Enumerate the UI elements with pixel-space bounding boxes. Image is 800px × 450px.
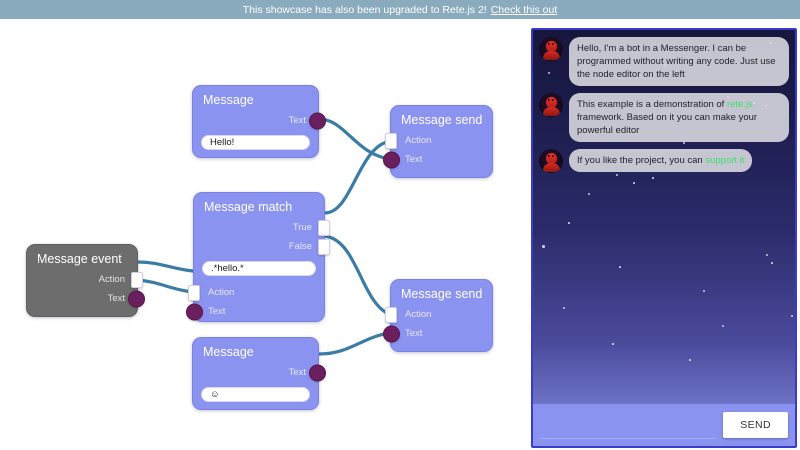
robot-avatar-icon (539, 37, 563, 61)
wire-message-top-to-send-top (317, 117, 392, 161)
node-output-text[interactable]: Text (27, 289, 145, 308)
socket-input-text-dot[interactable] (383, 151, 400, 168)
input-label: Text (208, 306, 226, 317)
message-composer: SEND (533, 404, 795, 446)
message-text: This example is a demonstration of (577, 99, 727, 110)
message-text: If you like the project, you can (577, 155, 706, 166)
socket-input-action-square[interactable] (385, 132, 397, 149)
node-message-send-bottom[interactable]: Message send Action Text (383, 279, 493, 352)
node-output-true[interactable]: True (194, 218, 330, 237)
robot-avatar-icon (539, 149, 563, 173)
node-spacer (27, 308, 137, 316)
node-message-event[interactable]: Message event Action Text (26, 244, 145, 317)
node-message-match[interactable]: Message match True False .*hello.* Actio… (186, 192, 330, 322)
node-spacer (391, 343, 492, 351)
upgrade-banner: This showcase has also been upgraded to … (0, 0, 800, 19)
socket-output-text-dot[interactable] (309, 112, 326, 129)
message-text: framework. Based on it you can make your… (577, 112, 758, 136)
message-bubble: This example is a demonstration of rete.… (569, 93, 789, 142)
chat-message: Hello, I'm a bot in a Messenger. I can b… (539, 37, 789, 86)
banner-check-this-out-link[interactable]: Check this out (490, 3, 558, 16)
socket-input-action-square[interactable] (188, 284, 200, 301)
robot-avatar-icon (539, 93, 563, 117)
node-title: Message send (401, 287, 483, 301)
wire-message-bottom-to-send-bottom (317, 331, 392, 356)
node-spacer (391, 169, 492, 177)
message-bubble: If you like the project, you can support… (569, 149, 753, 172)
output-label: True (292, 222, 312, 233)
socket-input-text-dot[interactable] (186, 303, 203, 320)
node-output-action[interactable]: Action (27, 270, 143, 289)
messenger-panel: Hello, I'm a bot in a Messenger. I can b… (531, 28, 797, 448)
support-it-link[interactable]: support it (705, 155, 745, 166)
socket-output-text-dot[interactable] (309, 364, 326, 381)
message-text-input[interactable]: ☺ (201, 387, 310, 402)
node-message-bottom[interactable]: Message Text ☺ (192, 337, 326, 410)
rete-js-link[interactable]: rete.js (726, 99, 753, 110)
socket-output-true-square[interactable] (318, 219, 330, 236)
node-title: Message (203, 345, 254, 359)
output-label: Text (107, 293, 125, 304)
node-output-false[interactable]: False (194, 237, 330, 256)
message-input[interactable] (540, 411, 717, 439)
node-input-text[interactable]: Text (383, 150, 492, 169)
input-label: Action (405, 309, 432, 320)
node-output-text[interactable]: Text (193, 363, 326, 382)
message-list: Hello, I'm a bot in a Messenger. I can b… (533, 30, 795, 180)
input-label: Action (208, 287, 235, 298)
send-button[interactable]: SEND (723, 412, 788, 438)
socket-output-text-dot[interactable] (128, 290, 145, 307)
wire-match-false-to-send-bottom-action (323, 234, 392, 317)
node-message-top[interactable]: Message Text Hello! (192, 85, 326, 158)
node-output-text[interactable]: Text (193, 111, 326, 130)
socket-input-text-dot[interactable] (383, 325, 400, 342)
match-pattern-input[interactable]: .*hello.* (202, 261, 316, 276)
chat-message: If you like the project, you can support… (539, 149, 789, 173)
message-bubble: Hello, I'm a bot in a Messenger. I can b… (569, 37, 789, 86)
output-label: Action (98, 274, 125, 285)
node-input-action[interactable]: Action (385, 305, 492, 324)
wire-match-true-to-send-top-action (323, 139, 392, 215)
node-input-action[interactable]: Action (385, 131, 492, 150)
node-input-text[interactable]: Text (383, 324, 492, 343)
node-title: Message match (204, 200, 293, 214)
wire-event-text-to-match-text (136, 278, 195, 294)
socket-output-false-square[interactable] (318, 238, 330, 255)
node-input-action[interactable]: Action (188, 283, 324, 302)
input-label: Action (405, 135, 432, 146)
message-text-input[interactable]: Hello! (201, 135, 310, 150)
socket-output-action-square[interactable] (131, 271, 143, 288)
node-title: Message send (401, 113, 483, 127)
input-label: Text (405, 154, 423, 165)
chat-message: This example is a demonstration of rete.… (539, 93, 789, 142)
output-label: False (288, 241, 312, 252)
socket-input-action-square[interactable] (385, 306, 397, 323)
wire-event-action-to-match-action (136, 260, 195, 273)
node-title: Message (203, 93, 254, 107)
node-message-send-top[interactable]: Message send Action Text (383, 105, 493, 178)
message-text: Hello, I'm a bot in a Messenger. I can b… (577, 43, 776, 80)
node-input-text[interactable]: Text (186, 302, 324, 321)
output-label: Text (288, 367, 306, 378)
input-label: Text (405, 328, 423, 339)
output-label: Text (288, 115, 306, 126)
banner-text: This showcase has also been upgraded to … (242, 3, 487, 16)
node-title: Message event (37, 252, 122, 266)
